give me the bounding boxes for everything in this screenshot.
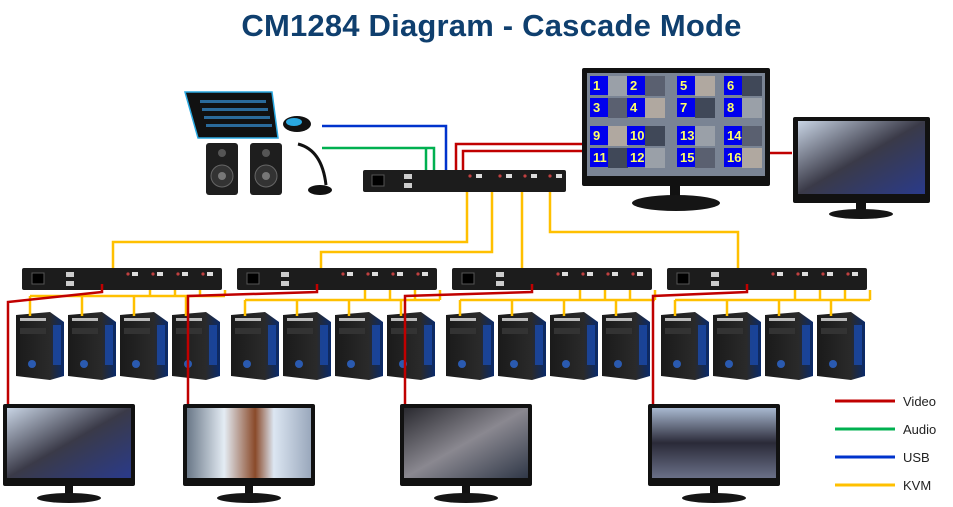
channel-badge [724,148,742,167]
channel-number: 3 [593,100,600,115]
computer-tower-icon [602,312,650,380]
channel-number: 10 [630,128,644,143]
camera-feed-tile [645,76,665,96]
channel-number: 11 [593,150,607,165]
computer-tower-icon [498,312,546,380]
camera-feed-tile [695,76,715,96]
channel-number: 13 [680,128,694,143]
kvm-cable-to-computers [458,290,657,316]
channel-badge [590,126,608,145]
camera-feed-tile [645,126,665,146]
kvm-cable-to-computers [243,290,442,316]
channel-badge [590,98,608,117]
usb-cable [322,124,448,173]
computer-tower-icon [550,312,598,380]
channel-number: 4 [630,100,638,115]
slave-monitor [3,404,135,503]
camera-feed-tile [608,98,628,118]
computer-tower-icon [661,312,709,380]
camera-feed-tile [695,126,715,146]
computer-tower-icon [335,312,383,380]
channel-number: 9 [593,128,600,143]
camera-feed-tile [608,126,628,146]
channel-badge [724,76,742,95]
legend-label-audio: Audio [903,422,937,437]
camera-feed-tile [695,148,715,168]
camera-feed-tile [742,126,762,146]
keyboard-icon [184,91,279,139]
channel-number: 6 [727,78,734,93]
computer-tower-icon [16,312,64,380]
channel-number: 5 [680,78,687,93]
mouse-icon [283,116,311,132]
camera-feed-tile [645,148,665,168]
channel-badge [590,148,608,167]
computer-tower-icon [283,312,331,380]
computer-tower-icon [817,312,865,380]
channel-badge [627,98,645,117]
channel-number: 15 [680,150,694,165]
slave-monitor [400,404,532,503]
slave-kvm-switch [237,268,437,290]
kvm-cable-master-to-slaves [111,192,740,273]
camera-feed-tile [742,76,762,96]
channel-badge [627,76,645,95]
computer-tower-icon [120,312,168,380]
microphone-icon [297,142,332,195]
camera-feed-tile [742,148,762,168]
slave-monitor [648,404,780,503]
master-kvm-switch [363,170,566,192]
channel-badge [677,76,695,95]
channel-badge [627,126,645,145]
camera-feed-tile [742,98,762,118]
channel-badge [724,98,742,117]
video-cable-to-monitor [651,284,749,404]
channel-number: 14 [727,128,742,143]
diagram-title: CM1284 Diagram - Cascade Mode [241,8,742,43]
slave-group [648,268,872,503]
slave-kvm-switch [452,268,652,290]
video-cable-to-monitor [403,284,534,404]
camera-feed-tile [608,148,628,168]
computer-tower-icon [713,312,761,380]
slave-group [183,268,442,503]
computer-tower-icon [231,312,279,380]
channel-badge [677,148,695,167]
speakers-icon [206,143,282,195]
legend-label-kvm: KVM [903,478,932,493]
channel-number: 8 [727,100,734,115]
video-cable-to-monitor [6,284,104,404]
slave-kvm-switch [667,268,867,290]
secondary-monitor [793,117,930,219]
channel-badge [677,126,695,145]
channel-badge [724,126,742,145]
channel-badge [677,98,695,117]
computer-tower-icon [68,312,116,380]
camera-feed-tile [645,98,665,118]
channel-number: 7 [680,100,687,115]
computer-tower-icon [446,312,494,380]
slave-group [400,268,657,503]
computer-tower-icon [765,312,813,380]
legend-label-usb: USB [903,450,930,465]
channel-badge [590,76,608,95]
channel-number: 1 [593,78,600,93]
camera-feed-tile [608,76,628,96]
channel-number: 2 [630,78,637,93]
channel-number: 12 [630,150,644,165]
kvm-cable-to-computers [673,290,872,316]
legend-label-video: Video [903,394,937,409]
camera-feed-tile [695,98,715,118]
video-cable-to-monitor [186,284,319,404]
slave-group [3,268,227,503]
slave-kvm-switch [22,268,222,290]
channel-number: 16 [727,150,741,165]
slave-monitor [183,404,315,503]
channel-badge [627,148,645,167]
